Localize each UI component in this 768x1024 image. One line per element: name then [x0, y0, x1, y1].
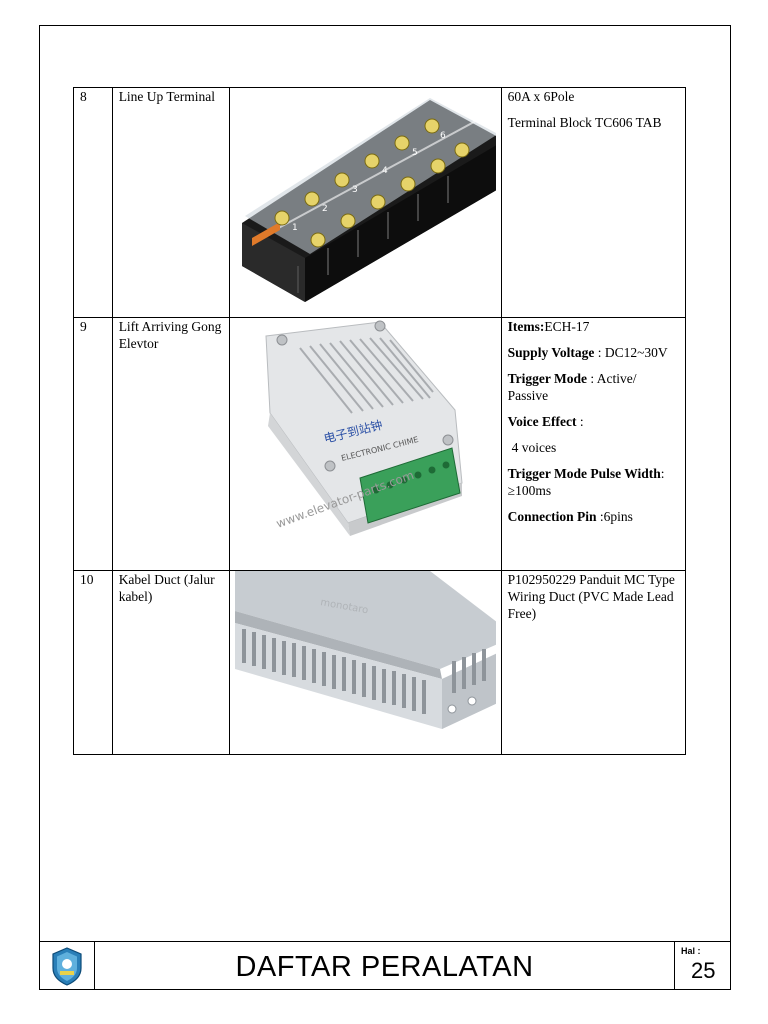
spec-rating: 60A x 6Pole: [507, 89, 575, 104]
equipment-image-cell: 1 2 3 4 5 6: [228, 87, 502, 318]
equipment-image-cell: monotaro: [228, 570, 502, 755]
row-number: 10: [73, 570, 113, 755]
terminal-block-image: 1 2 3 4 5 6: [229, 88, 496, 317]
footer-title: DAFTAR PERALATAN: [235, 951, 534, 983]
equipment-name: Line Up Terminal: [111, 87, 230, 318]
wiring-duct-image: monotaro: [229, 571, 496, 754]
svg-text:1: 1: [292, 223, 298, 233]
svg-text:3: 3: [352, 185, 358, 195]
page-footer: DAFTAR PERALATAN Hal : 25: [39, 941, 731, 991]
spec-connection-pin: Connection Pin :6pins: [507, 509, 633, 524]
footer-title-cell: DAFTAR PERALATAN: [95, 942, 675, 990]
page-frame: [39, 25, 731, 990]
svg-text:4: 4: [382, 166, 388, 176]
equipment-table: 8 Line Up Terminal: [73, 87, 687, 755]
spec-voice-effect: Voice Effect :: [507, 414, 584, 429]
equipment-image-cell: 电子到站钟 ELECTRONIC CHIME www.elevator-part…: [228, 317, 502, 571]
institution-logo-icon: [52, 947, 82, 986]
logo-cell: [39, 942, 95, 990]
spec-pulse-width: Trigger Mode Pulse Width: ≥100ms: [507, 466, 665, 498]
equipment-name: Lift Arriving Gong Elevtor: [111, 317, 230, 571]
equipment-specs: Items:ECH-17 Supply Voltage : DC12~30V T…: [500, 317, 687, 571]
equipment-name: Kabel Duct (Jalur kabel): [111, 570, 230, 755]
row-number: 9: [73, 317, 113, 571]
page-number-cell: Hal : 25: [675, 942, 731, 990]
table-row: 10 Kabel Duct (Jalur kabel): [73, 570, 687, 755]
spec-voltage: Supply Voltage : DC12~30V: [507, 345, 668, 360]
page-label: Hal :: [681, 946, 701, 956]
spec-voices: 4 voices: [511, 440, 557, 455]
svg-text:6: 6: [440, 131, 446, 141]
spec-trigger-mode: Trigger Mode : Active/ Passive: [507, 371, 637, 403]
equipment-specs: 60A x 6Pole Terminal Block TC606 TAB: [500, 87, 687, 318]
table-row: 8 Line Up Terminal: [73, 87, 687, 318]
table-row: 9 Lift Arriving Gong Elevtor: [73, 317, 687, 571]
svg-text:2: 2: [322, 204, 328, 214]
spec-model: P102950229 Panduit MC Type Wiring Duct (…: [507, 572, 675, 621]
electronic-chime-image: 电子到站钟 ELECTRONIC CHIME www.elevator-part…: [229, 318, 496, 570]
row-number: 8: [73, 87, 113, 318]
spec-items: Items:ECH-17: [507, 319, 590, 334]
equipment-specs: P102950229 Panduit MC Type Wiring Duct (…: [500, 570, 687, 755]
page-number: 25: [691, 958, 716, 983]
spec-model: Terminal Block TC606 TAB: [507, 115, 662, 130]
svg-text:5: 5: [412, 148, 418, 158]
